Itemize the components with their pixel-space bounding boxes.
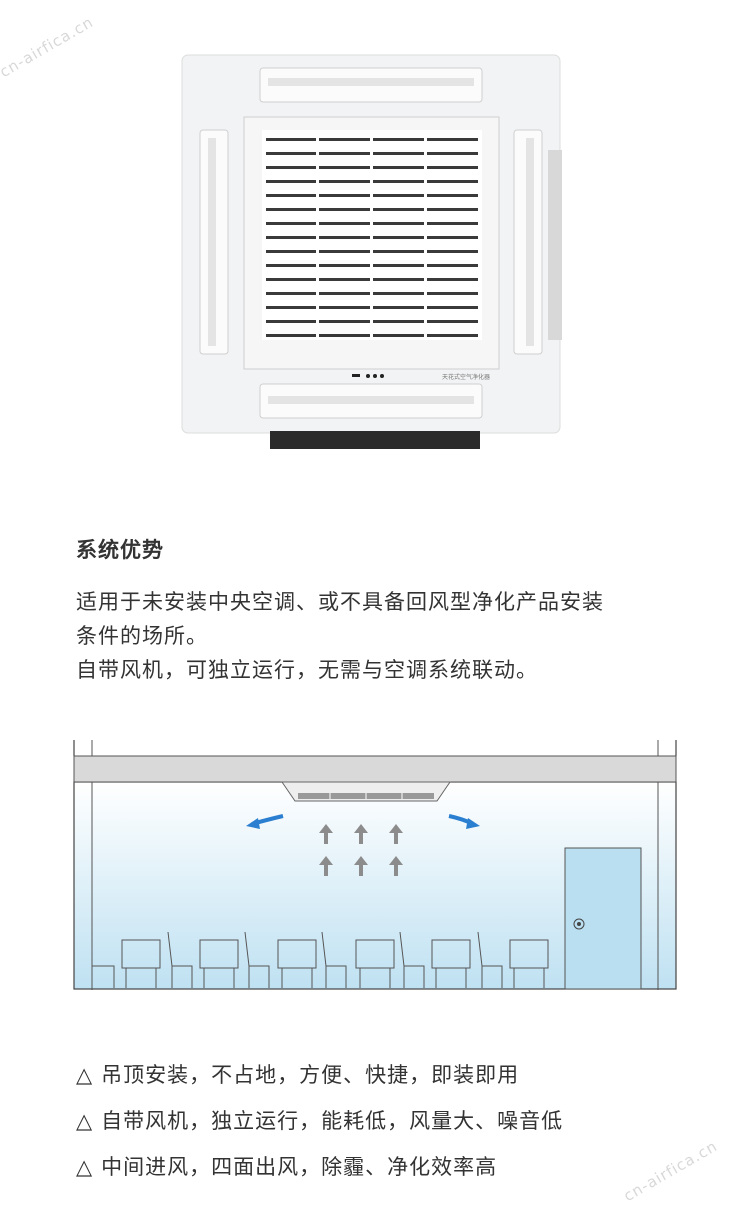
section-title: 系统优势 <box>76 538 164 562</box>
section-description: 适用于未安装中央空调、或不具备回风型净化产品安装 条件的场所。 自带风机，可独立… <box>76 585 686 687</box>
feature-text: 自带风机，独立运行，能耗低，风量大、噪音低 <box>101 1109 564 1133</box>
intake-arrows <box>319 824 403 876</box>
panel-label: 天花式空气净化器 <box>442 373 490 381</box>
ceiling-unit <box>281 781 451 802</box>
description-line: 适用于未安装中央空调、或不具备回风型净化产品安装 <box>76 590 604 614</box>
feature-text: 吊顶安装，不占地，方便、快捷，即装即用 <box>101 1063 520 1087</box>
room-diagram <box>73 740 677 990</box>
feature-text: 中间进风，四面出风，除霾、净化效率高 <box>101 1155 498 1179</box>
description-line: 条件的场所。 <box>76 624 208 648</box>
triangle-icon: △ <box>76 1155 94 1179</box>
description-line: 自带风机，可独立运行，无需与空调系统联动。 <box>76 658 538 682</box>
product-image: 天花式空气净化器 <box>181 54 562 449</box>
ceiling <box>73 755 677 783</box>
feature-item: △ 中间进风，四面出风，除霾、净化效率高 <box>76 1144 563 1190</box>
triangle-icon: △ <box>76 1109 94 1133</box>
feature-item: △ 吊顶安装，不占地，方便、快捷，即装即用 <box>76 1052 563 1098</box>
feature-list: △ 吊顶安装，不占地，方便、快捷，即装即用 △ 自带风机，独立运行，能耗低，风量大、… <box>76 1052 563 1190</box>
door <box>564 847 642 990</box>
airflow-arrows <box>246 814 480 829</box>
feature-item: △ 自带风机，独立运行，能耗低，风量大、噪音低 <box>76 1098 563 1144</box>
watermark: cn-airfica.cn <box>620 1136 721 1206</box>
triangle-icon: △ <box>76 1063 94 1087</box>
furniture <box>91 931 549 988</box>
